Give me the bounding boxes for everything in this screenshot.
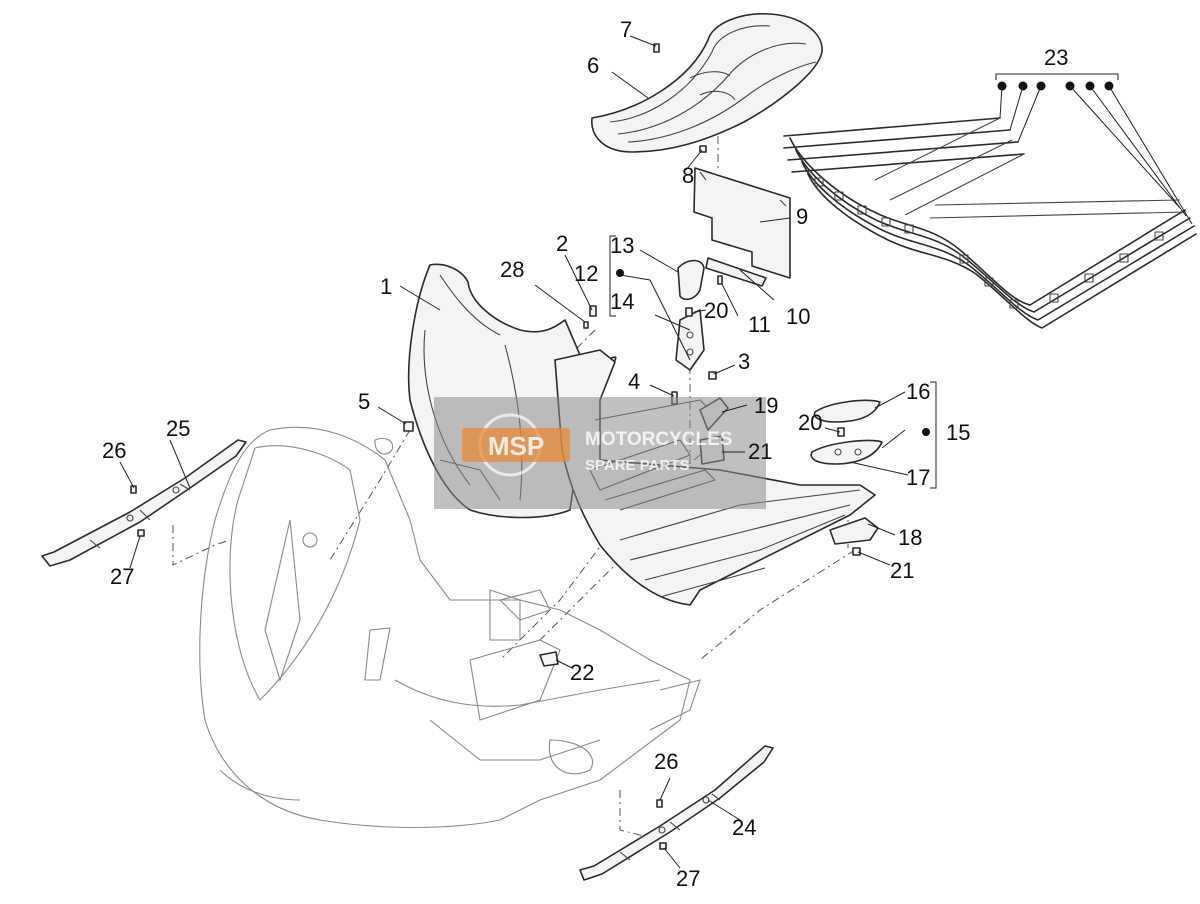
callout-23: 23 [1044,45,1068,70]
part-27-nut-left [137,529,145,537]
callout-12: 12 [574,261,598,286]
callout-3: 3 [738,349,750,374]
part-17-bracket [810,439,883,465]
callout-16: 16 [906,379,930,404]
callout-27-left: 27 [110,564,134,589]
callout-13: 13 [610,233,634,258]
callout-10: 10 [786,304,810,329]
part-11-screw [717,275,723,285]
part-26-screw-left [130,485,137,494]
part-2-screw [589,305,597,317]
callout-26-right: 26 [654,749,678,774]
part-27-nut-right [659,842,667,850]
callout-26-left: 26 [102,438,126,463]
callout-27-right: 27 [676,866,700,891]
part-13-emblem [677,259,705,301]
callout-1: 1 [380,274,392,299]
part-8-nut [699,145,707,153]
callout-4: 4 [628,369,640,394]
callout-15: 15 [946,420,970,445]
part-21-nut-lower [852,547,861,556]
callout-9: 9 [796,204,808,229]
callout-14: 14 [610,289,634,314]
part-20-screw-lower [837,427,845,437]
callout-11: 11 [748,312,771,337]
callout-28: 28 [500,257,524,282]
part-16-emblem [813,399,881,423]
callout-19: 19 [754,393,778,418]
part-5-nut [403,421,414,432]
part-28-washer [583,321,589,329]
watermark-logo: MSP [488,431,544,461]
part-6-footboard-mat [591,13,823,153]
leader-lines [119,35,909,869]
part-20-screw-upper [685,307,693,317]
callout-17: 17 [906,465,930,490]
group-23-bracket [995,73,1193,225]
callout-7: 7 [620,17,632,42]
part-7-screw [653,43,660,53]
part-9-plate [693,167,791,279]
part-23-strip-set [783,117,1197,329]
watermark-line2: SPARE PARTS [585,457,689,474]
callout-5: 5 [358,389,370,414]
group-15-bracket [922,381,937,489]
part-25-left-rail [41,439,247,567]
part-3-screw [708,371,717,380]
callout-21-upper: 21 [748,439,772,464]
callout-2: 2 [556,231,568,256]
part-24-right-rail [579,745,774,881]
callout-20-lower: 20 [798,410,822,435]
callout-18: 18 [898,525,922,550]
callout-numbers: 1 2 3 4 5 6 7 8 9 10 11 12 13 14 15 16 1… [102,17,1068,891]
callout-24: 24 [732,815,756,840]
part-18-bracket [829,517,879,545]
part-22-clip [539,651,559,667]
part-26-screw-right [656,799,663,808]
group-12-bracket [609,235,624,317]
watermark-line1: MOTORCYCLES [585,429,732,450]
callout-20-upper: 20 [704,298,728,323]
callout-21-lower: 21 [890,558,914,583]
part-10-bracket [705,257,767,287]
scooter-body-frame [199,426,701,829]
callout-25: 25 [166,416,190,441]
callout-8: 8 [682,163,694,188]
callout-6: 6 [587,53,599,78]
watermark: MSP MOTORCYCLES SPARE PARTS [434,397,766,509]
callout-22: 22 [570,660,594,685]
